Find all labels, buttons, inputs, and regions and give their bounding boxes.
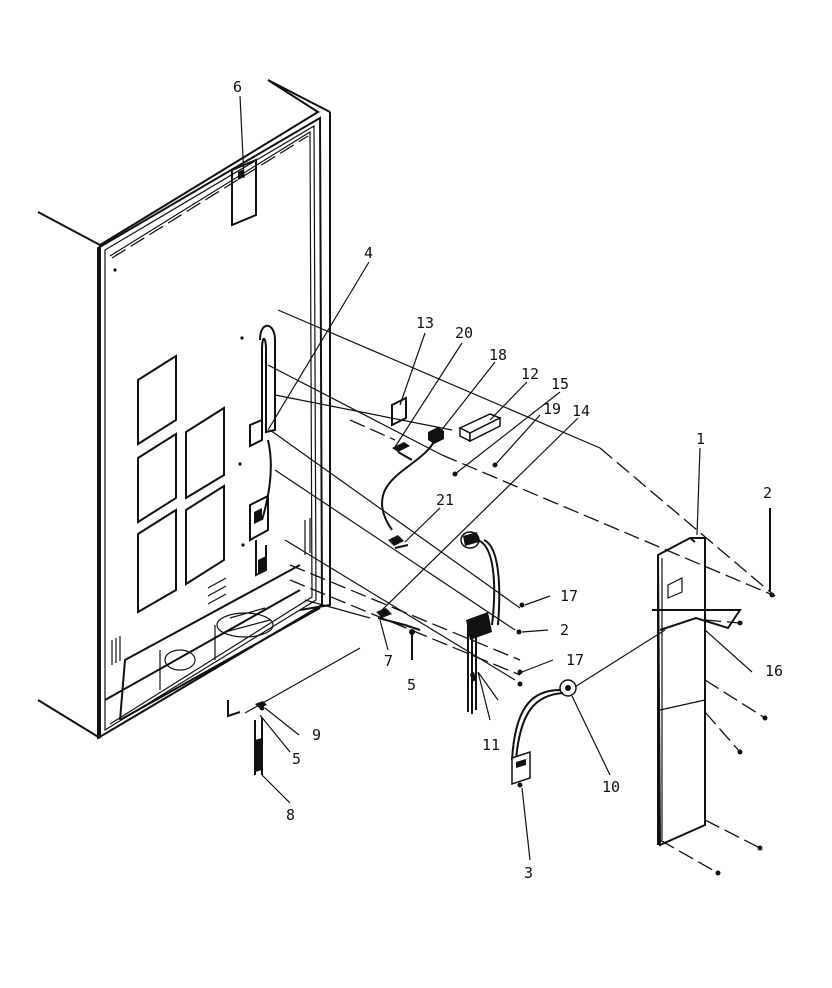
callout-12: 12 — [521, 365, 539, 383]
callout-5-center: 5 — [407, 676, 416, 694]
callout-18: 18 — [489, 346, 507, 364]
callout-labels: 6 4 13 20 18 12 15 19 14 1 2 21 17 2 16 … — [233, 78, 783, 882]
callout-5-lower: 5 — [292, 750, 301, 768]
callout-7: 7 — [384, 652, 393, 670]
harness-parts — [227, 396, 577, 788]
callout-21: 21 — [436, 491, 454, 509]
callout-13: 13 — [416, 314, 434, 332]
callout-9: 9 — [312, 726, 321, 744]
alignment-lines — [244, 309, 776, 714]
callout-20: 20 — [455, 324, 473, 342]
callout-16: 16 — [765, 662, 783, 680]
callout-4: 4 — [364, 244, 373, 262]
callout-14: 14 — [572, 402, 590, 420]
callout-1: 1 — [696, 430, 705, 448]
callout-19: 19 — [543, 400, 561, 418]
side-panel — [652, 508, 775, 876]
refrigerator-cabinet — [37, 79, 331, 740]
callout-8: 8 — [286, 806, 295, 824]
callout-10: 10 — [602, 778, 620, 796]
callout-2-middle: 2 — [560, 621, 569, 639]
callout-11: 11 — [482, 736, 500, 754]
callout-17-lower: 17 — [566, 651, 584, 669]
callout-3: 3 — [524, 864, 533, 882]
callout-leaders — [239, 95, 753, 861]
callout-17-upper: 17 — [560, 587, 578, 605]
callout-6: 6 — [233, 78, 242, 96]
callout-15: 15 — [551, 375, 569, 393]
callout-2-top: 2 — [763, 484, 772, 502]
